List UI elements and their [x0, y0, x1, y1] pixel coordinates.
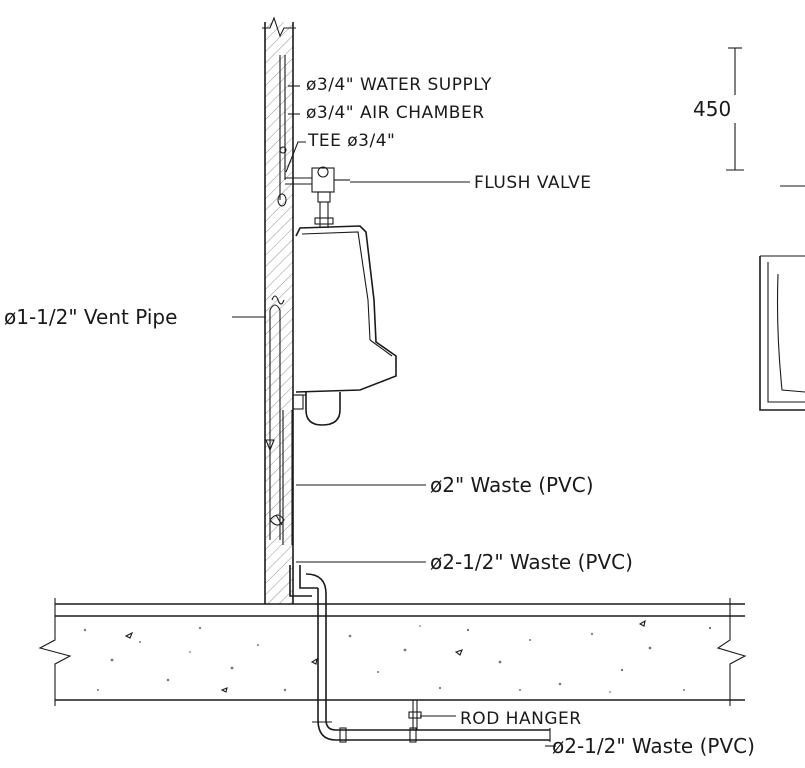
label-vent-pipe: ø1-1/2" Vent Pipe [4, 305, 177, 329]
dimension-value: 450 [693, 97, 731, 121]
label-air-chamber: ø3/4" AIR CHAMBER [306, 103, 485, 123]
label-waste-2-5-lower: ø2-1/2" Waste (PVC) [552, 734, 755, 758]
vent-pipe [269, 295, 285, 540]
flush-valve [311, 166, 350, 228]
label-tee: TEE ø3/4" [307, 131, 395, 151]
rod-hanger [408, 700, 422, 730]
wall [262, 16, 296, 604]
urinal-elevation-partial [726, 47, 805, 411]
label-flush-valve: FLUSH VALVE [474, 173, 591, 193]
label-water-supply: ø3/4" WATER SUPPLY [306, 75, 492, 95]
urinal [292, 225, 397, 426]
floor-slab [38, 598, 747, 706]
water-supply-pipes [277, 55, 312, 207]
concrete-aggregate [83, 619, 712, 693]
label-rod-hanger: ROD HANGER [460, 709, 582, 729]
leader-lines [232, 85, 556, 747]
waste-pipes [265, 410, 551, 743]
label-waste-2: ø2" Waste (PVC) [430, 473, 594, 497]
label-waste-2-5-upper: ø2-1/2" Waste (PVC) [430, 550, 633, 574]
